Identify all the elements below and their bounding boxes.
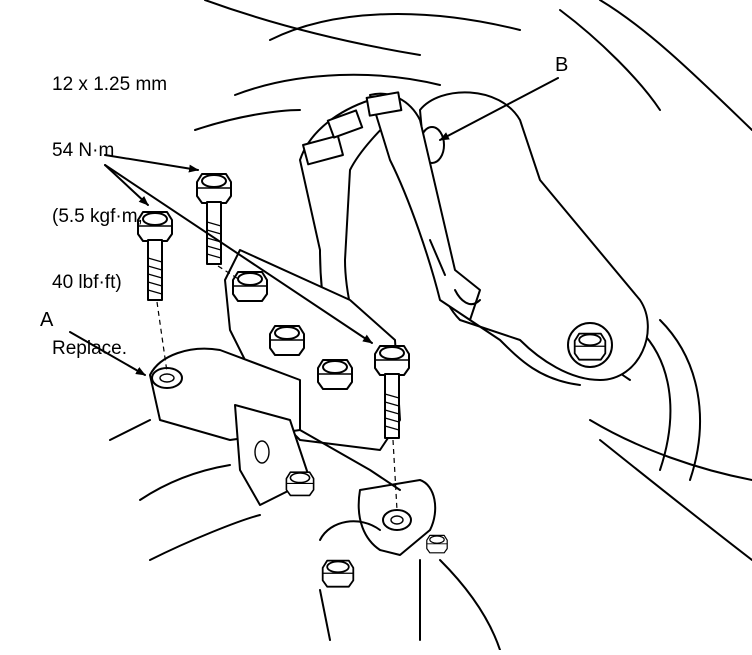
callout-label-a: A	[40, 309, 54, 331]
callout-label-b: B	[555, 54, 569, 76]
spec-size: 12 x 1.25 mm	[52, 74, 168, 95]
spec-leader-bolt-1	[104, 164, 149, 206]
mount-bracket	[149, 249, 501, 651]
spec-leader-bolt-2	[104, 154, 199, 173]
leader-a	[69, 331, 146, 376]
bolt-3	[374, 345, 410, 511]
mount-body-b	[419, 91, 649, 386]
replacement-bolts	[137, 173, 410, 511]
spec-torque-nm: 54 N·m	[52, 140, 115, 161]
bolt-1	[137, 211, 173, 373]
leader-b	[439, 77, 559, 141]
spec-leader-bolt-3	[104, 164, 373, 344]
spec-torque-kgfm: (5.5 kgf·m,	[52, 206, 143, 227]
engine-outline	[109, 0, 752, 561]
leader-lines	[69, 77, 559, 376]
spec-torque-lbfft: 40 lbf·ft)	[52, 272, 122, 293]
bolt-spec-callout: 12 x 1.25 mm 54 N·m (5.5 kgf·m, 40 lbf·f…	[52, 30, 167, 382]
spec-replace-note: Replace.	[52, 338, 127, 359]
